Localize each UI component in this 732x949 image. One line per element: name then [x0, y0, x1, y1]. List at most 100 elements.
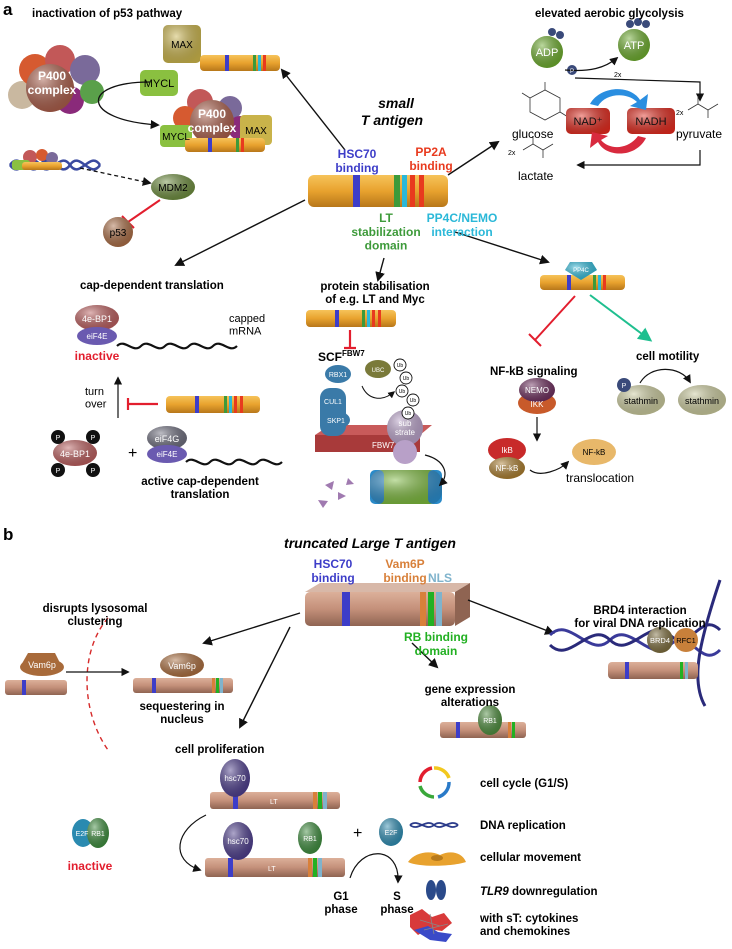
nfkb-label-1: NF-kB	[496, 464, 519, 473]
x2-label-b: 2x	[676, 110, 684, 117]
pyruvate-structure	[687, 96, 719, 118]
proteasome	[370, 470, 442, 504]
p53-heading: inactivation of p53 pathway	[32, 8, 183, 20]
nfkb-label-2: NF-kB	[583, 448, 606, 457]
lt-bar-gene	[440, 705, 526, 738]
ikb-label: IkB	[501, 446, 513, 455]
arrow-prolif	[179, 814, 207, 872]
p53-circle	[103, 217, 133, 247]
mdm2-label: MDM2	[158, 183, 188, 194]
mycl-box-a	[140, 70, 178, 96]
legend-movement: cellular movement	[480, 852, 581, 864]
large-t-antigen-bar	[305, 583, 470, 626]
cap-heading: cap-dependent translation	[80, 280, 224, 292]
nfkb-translocated	[572, 439, 616, 465]
arrow-stathmin	[639, 368, 691, 384]
arrow-proteasome	[424, 454, 448, 487]
ubiquitin-chain	[393, 358, 420, 420]
degraded-fragments	[318, 478, 354, 508]
p-label-gly: P	[570, 69, 574, 75]
lt-bar-small-2	[133, 678, 233, 693]
max-label-a: MAX	[171, 40, 193, 51]
brd4-label: BRD4	[650, 636, 670, 645]
ikb-nfkb	[488, 438, 526, 479]
ub-label-1: Ub	[397, 363, 404, 369]
ikk-label: IKK	[531, 400, 545, 409]
arrow-translocation	[529, 460, 570, 474]
pyruvate-label: pyruvate	[676, 127, 722, 141]
red-curved-arrow	[590, 132, 646, 154]
plus-label-b: +	[353, 825, 362, 842]
max-box-a	[163, 25, 201, 63]
mycl-label-a: MYCL	[144, 78, 175, 90]
lt-label-bottom: LT	[268, 866, 276, 873]
rbx1-label: RBX1	[329, 372, 347, 379]
cul1-label: CUL1	[324, 399, 342, 406]
arrow-g1-s	[349, 853, 403, 884]
st-title-1: small	[378, 95, 415, 111]
lt-label-top: LT	[270, 799, 278, 806]
lactate-structure	[522, 136, 554, 158]
legend-dna: DNA replication	[480, 820, 566, 832]
st-title-2: T antigen	[361, 112, 423, 128]
stathmin-b	[678, 385, 726, 415]
lt-title: truncated Large T antigen	[284, 535, 456, 551]
cytokine-icon	[410, 909, 452, 942]
vam6p-label-a: Vam6p	[28, 660, 56, 670]
dna-replication-icon	[409, 822, 459, 828]
scf-complex	[315, 360, 432, 464]
mdm2-ellipse	[151, 174, 195, 200]
hsc70-label-bottom: hsc70	[227, 837, 249, 846]
atp-label: ATP	[624, 40, 645, 52]
pp4c-hex	[565, 262, 597, 280]
lactate-label: lactate	[518, 169, 554, 183]
panel-a-letter: a	[3, 0, 13, 19]
lt-hsc70-top	[210, 759, 340, 809]
stathmin-label-1: stathmin	[624, 396, 658, 406]
p-label-2: P	[91, 435, 96, 442]
hsc70-label-top: hsc70	[224, 774, 246, 783]
plus-label-a: +	[128, 445, 137, 462]
inhibit-st-turnover	[126, 398, 158, 410]
p400-complex-a	[8, 45, 104, 114]
vam6p-label-b: Vam6p	[168, 661, 196, 671]
eif4e-label-bottom: eiF4E	[157, 450, 178, 459]
p53-label: p53	[110, 228, 127, 239]
nadh-label: NADH	[635, 116, 666, 128]
ubc-label: UBC	[372, 368, 385, 374]
max-label-b: MAX	[245, 126, 267, 137]
arrow-adp-atp	[564, 56, 619, 72]
eif4e-oval-top	[77, 327, 117, 345]
translocation-label: translocation	[566, 471, 634, 485]
ub-label-4: Ub	[410, 398, 417, 404]
eif4g-label: eiF4G	[155, 434, 180, 444]
stathmin-label-2: stathmin	[685, 396, 719, 406]
active-mrna-line	[185, 458, 283, 466]
vam6p-b	[160, 653, 204, 677]
glucose-label: glucose	[512, 127, 554, 141]
inhibit-nfkb	[528, 295, 576, 347]
p-label-stathmin: P	[622, 383, 627, 390]
glycolysis-heading: elevated aerobic glycolysis	[535, 8, 684, 20]
nfkb-heading: NF-kB signaling	[490, 366, 578, 378]
bp1-label-top: 4e-BP1	[82, 314, 112, 324]
nad-label: NAD⁺	[573, 116, 602, 128]
skp1-label: SKP1	[327, 418, 345, 425]
bp1-oval-top	[75, 305, 119, 331]
inhibit-st-scf	[344, 330, 356, 350]
